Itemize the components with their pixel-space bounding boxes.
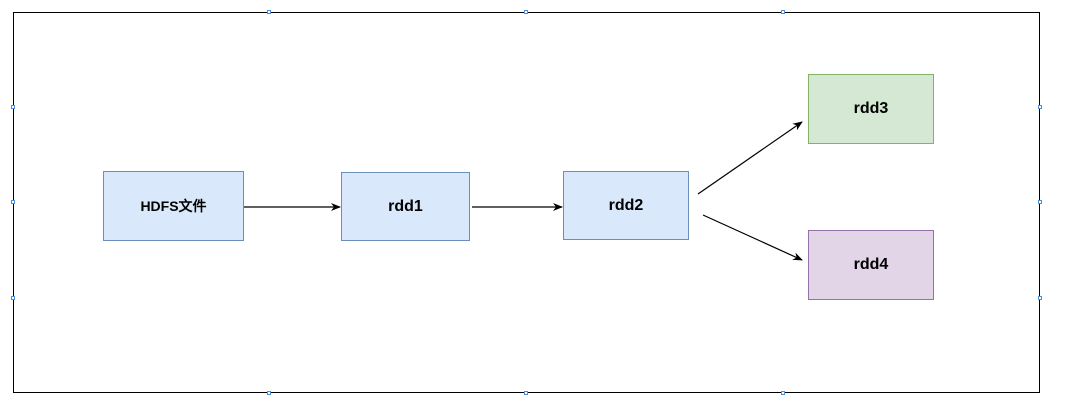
edge-rdd2-to-rdd3[interactable]: [697, 121, 803, 195]
resize-handle-top-2[interactable]: [524, 10, 528, 14]
node-label: rdd4: [853, 256, 889, 273]
resize-handle-bottom-2[interactable]: [524, 391, 528, 395]
edge-rdd2-to-rdd4[interactable]: [702, 214, 803, 261]
resize-handle-bottom-3[interactable]: [781, 391, 785, 395]
resize-handle-right-2[interactable]: [1038, 200, 1042, 204]
resize-handle-left-2[interactable]: [11, 200, 15, 204]
node-label: rdd1: [388, 197, 423, 215]
node-label: rdd3: [853, 100, 889, 117]
node-rdd3[interactable]: rdd3: [808, 74, 934, 144]
resize-handle-left-3[interactable]: [11, 296, 15, 300]
resize-handle-bottom-1[interactable]: [267, 391, 271, 395]
node-label: rdd2: [608, 196, 644, 214]
node-rdd1[interactable]: rdd1: [341, 172, 470, 241]
resize-handle-top-1[interactable]: [267, 10, 271, 14]
resize-handle-top-3[interactable]: [781, 10, 785, 14]
resize-handle-left-1[interactable]: [11, 105, 15, 109]
node-rdd2[interactable]: rdd2: [563, 171, 689, 240]
resize-handle-right-3[interactable]: [1038, 296, 1042, 300]
node-rdd4[interactable]: rdd4: [808, 230, 934, 300]
resize-handle-right-1[interactable]: [1038, 105, 1042, 109]
node-hdfs-file[interactable]: HDFS文件: [103, 171, 244, 241]
node-label: HDFS文件: [140, 198, 207, 214]
